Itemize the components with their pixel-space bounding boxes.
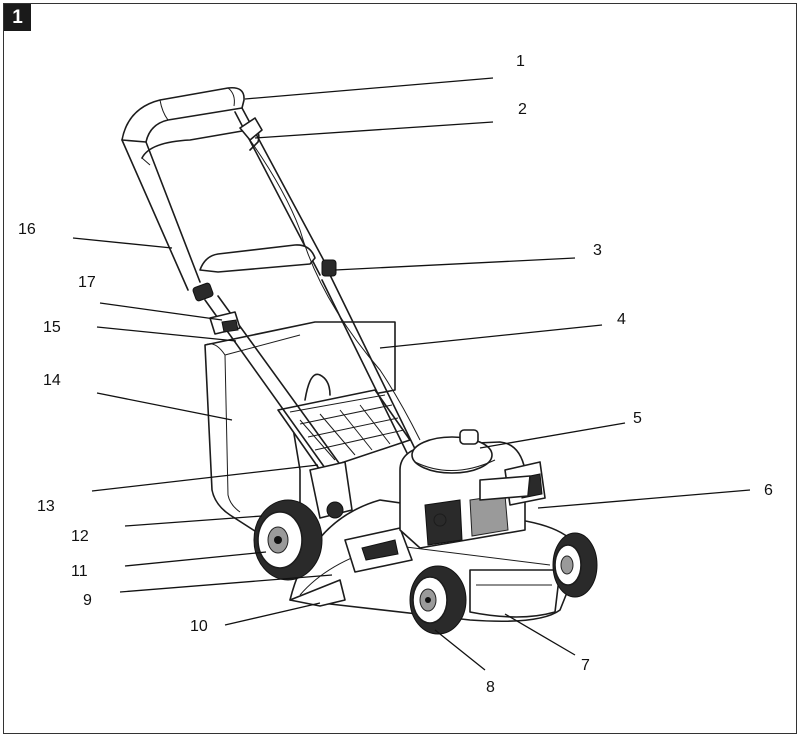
callout-7: 7 xyxy=(581,657,590,674)
callout-4: 4 xyxy=(617,311,626,328)
callout-2: 2 xyxy=(518,101,527,118)
front-wheel-left xyxy=(409,565,467,635)
callout-9: 9 xyxy=(83,592,92,609)
callout-8: 8 xyxy=(486,679,495,696)
callout-11: 11 xyxy=(71,563,88,580)
handle-assembly xyxy=(121,86,421,476)
callout-14: 14 xyxy=(43,372,61,389)
figure-number-badge: 1 xyxy=(4,4,31,31)
callout-10: 10 xyxy=(190,618,208,635)
callout-leaders xyxy=(72,77,751,671)
callout-16: 16 xyxy=(18,221,36,238)
callout-5: 5 xyxy=(633,410,642,427)
height-adjust-linkage xyxy=(309,461,353,519)
grass-catcher-bag xyxy=(204,321,411,561)
callout-12: 12 xyxy=(71,528,89,545)
callout-13: 13 xyxy=(37,498,55,515)
safety-bail xyxy=(141,117,263,166)
callout-3: 3 xyxy=(593,242,602,259)
callout-15: 15 xyxy=(43,319,61,336)
callout-labels: 1 2 3 4 5 6 7 8 9 10 11 12 13 14 15 16 1… xyxy=(18,53,773,696)
engine xyxy=(399,429,546,549)
callout-6: 6 xyxy=(764,482,773,499)
callout-17: 17 xyxy=(78,274,96,291)
height-adjust-lever xyxy=(209,311,241,335)
front-wheel-right xyxy=(552,532,598,598)
figure-frame xyxy=(3,3,797,734)
rear-wheel-left xyxy=(253,499,323,581)
callout-1: 1 xyxy=(516,53,525,70)
